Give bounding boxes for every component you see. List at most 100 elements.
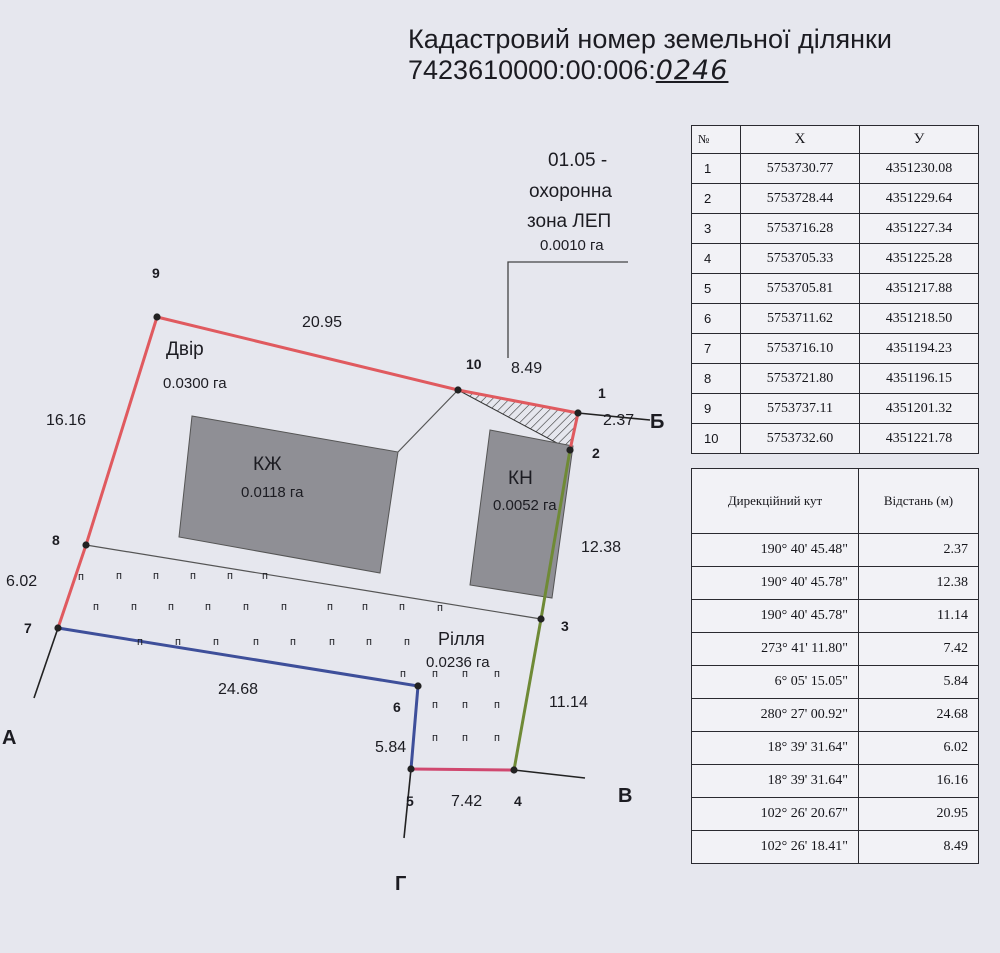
vertex-point bbox=[82, 541, 90, 549]
arable-mark: п bbox=[190, 570, 196, 582]
length-5-6: 5.84 bbox=[375, 739, 406, 756]
arable-mark: п bbox=[327, 601, 333, 613]
zone-kn-name: КН bbox=[508, 468, 533, 489]
direction-angle: 273° 41' 11.80" bbox=[691, 632, 859, 666]
neighbor-label-g: Г bbox=[395, 873, 406, 895]
arable-mark: п bbox=[400, 668, 406, 680]
boundary-g-line bbox=[403, 768, 412, 839]
length-10-1: 8.49 bbox=[511, 360, 542, 377]
direction-angle: 280° 27' 00.92" bbox=[691, 698, 859, 732]
angles-row: 18° 39' 31.64"6.02 bbox=[691, 731, 979, 765]
neighbor-label-v: В bbox=[618, 785, 632, 807]
angles-row: 273° 41' 11.80"7.42 bbox=[691, 632, 979, 666]
arable-mark: п bbox=[432, 668, 438, 680]
vertex-point bbox=[153, 313, 161, 321]
point-number: 5 bbox=[691, 273, 741, 304]
point-x: 5753711.62 bbox=[740, 303, 860, 334]
neighbor-label-a: А bbox=[2, 727, 16, 749]
header-number: № bbox=[691, 125, 741, 154]
point-label-3: 3 bbox=[561, 618, 569, 634]
angles-row: 280° 27' 00.92"24.68 bbox=[691, 698, 979, 732]
arable-mark: п bbox=[116, 570, 122, 582]
segment-distance: 7.42 bbox=[858, 632, 979, 666]
vertex-point bbox=[574, 409, 582, 417]
point-number: 2 bbox=[691, 183, 741, 214]
length-4-5: 7.42 bbox=[451, 793, 482, 810]
length-8-9: 16.16 bbox=[46, 412, 86, 429]
zone-kzh-name: КЖ bbox=[253, 454, 282, 475]
segment-distance: 2.37 bbox=[858, 533, 979, 567]
arable-mark: п bbox=[243, 601, 249, 613]
vertex-point bbox=[407, 765, 415, 773]
direction-angle: 6° 05' 15.05" bbox=[691, 665, 859, 699]
point-number: 6 bbox=[691, 303, 741, 334]
direction-angle: 102° 26' 20.67" bbox=[691, 797, 859, 831]
zone-lep-code: 01.05 - bbox=[548, 150, 607, 171]
yard-divider-line bbox=[397, 389, 459, 453]
length-9-10: 20.95 bbox=[302, 314, 342, 331]
building-kn bbox=[469, 429, 574, 599]
point-label-5: 5 bbox=[406, 793, 414, 809]
segment-distance: 5.84 bbox=[858, 665, 979, 699]
arable-mark: п bbox=[494, 668, 500, 680]
point-x: 5753737.11 bbox=[740, 393, 860, 424]
arable-mark: п bbox=[494, 732, 500, 744]
header-angle: Дирекційний кут bbox=[691, 468, 859, 534]
point-y: 4351194.23 bbox=[859, 333, 979, 364]
angles-row: 6° 05' 15.05"5.84 bbox=[691, 665, 979, 699]
zone-kn-area: 0.0052 га bbox=[493, 497, 557, 514]
arable-mark: п bbox=[253, 636, 259, 648]
zone-rillia-area: 0.0236 га bbox=[426, 654, 490, 671]
point-number: 9 bbox=[691, 393, 741, 424]
zone-lep-line2: охоронна bbox=[529, 181, 612, 202]
point-number: 10 bbox=[691, 423, 741, 454]
point-x: 5753705.33 bbox=[740, 243, 860, 274]
arable-mark: п bbox=[175, 636, 181, 648]
segment-distance: 20.95 bbox=[858, 797, 979, 831]
segment-distance: 24.68 bbox=[858, 698, 979, 732]
arable-mark: п bbox=[213, 636, 219, 648]
point-label-9: 9 bbox=[152, 265, 160, 281]
boundary-red-right-short bbox=[568, 412, 580, 451]
point-label-7: 7 bbox=[24, 620, 32, 636]
arable-mark: п bbox=[137, 636, 143, 648]
point-y: 4351225.28 bbox=[859, 243, 979, 274]
header-y: У bbox=[859, 125, 979, 154]
point-x: 5753716.10 bbox=[740, 333, 860, 364]
direction-angle: 190° 40' 45.78" bbox=[691, 566, 859, 600]
direction-angle: 190° 40' 45.48" bbox=[691, 533, 859, 567]
cadastral-title-line1: Кадастровий номер земельної ділянки bbox=[408, 24, 892, 54]
building-kzh bbox=[178, 415, 399, 574]
point-number: 8 bbox=[691, 363, 741, 394]
cadastral-number-prefix: 7423610000:00:006: bbox=[408, 55, 656, 85]
arable-mark: п bbox=[366, 636, 372, 648]
arable-mark: п bbox=[437, 602, 443, 614]
vertex-point bbox=[537, 615, 545, 623]
boundary-a-line bbox=[33, 627, 59, 699]
direction-angle: 18° 39' 31.64" bbox=[691, 764, 859, 798]
point-x: 5753705.81 bbox=[740, 273, 860, 304]
arable-mark: п bbox=[462, 668, 468, 680]
arable-mark: п bbox=[78, 571, 84, 583]
arable-mark: п bbox=[290, 636, 296, 648]
angles-header-row: Дирекційний кут Відстань (м) bbox=[691, 468, 979, 534]
point-y: 4351230.08 bbox=[859, 153, 979, 184]
point-y: 4351196.15 bbox=[859, 363, 979, 394]
vertex-point bbox=[454, 386, 462, 394]
zone-lep-line3: зона ЛЕП bbox=[527, 211, 611, 232]
vertex-point bbox=[510, 766, 518, 774]
vertex-point bbox=[566, 446, 574, 454]
angles-row: 190° 40' 45.78"11.14 bbox=[691, 599, 979, 633]
arable-mark: п bbox=[494, 699, 500, 711]
arable-mark: п bbox=[432, 699, 438, 711]
boundary-b-line bbox=[577, 412, 651, 421]
angles-row: 18° 39' 31.64"16.16 bbox=[691, 764, 979, 798]
point-label-6: 6 bbox=[393, 699, 401, 715]
